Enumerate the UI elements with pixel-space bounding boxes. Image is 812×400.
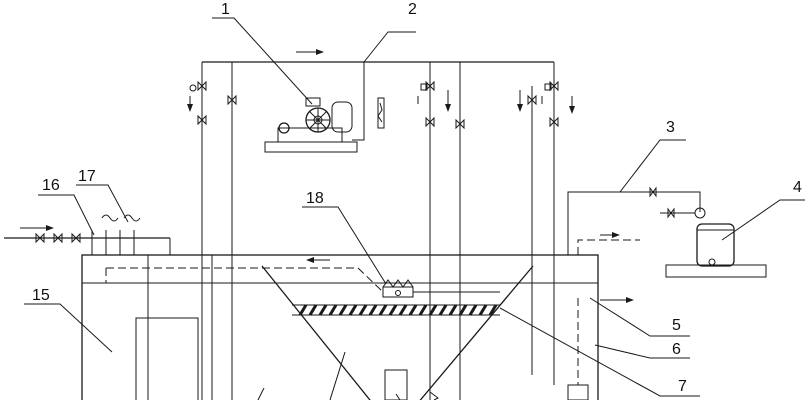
sensor [382, 279, 500, 298]
diffuser-grid [292, 304, 500, 316]
label-2: 2 [408, 1, 417, 18]
leader-lines [24, 17, 805, 400]
label-5: 5 [672, 317, 681, 334]
inlet-line [4, 214, 171, 255]
label-15: 15 [32, 287, 50, 304]
label-7: 7 [678, 378, 687, 395]
label-6: 6 [672, 341, 681, 358]
valves [189, 80, 559, 130]
part-labels: 1 2 3 4 5 6 7 15 16 17 18 [32, 1, 802, 395]
label-18: 18 [306, 190, 324, 207]
internal-pipes [135, 255, 589, 400]
label-17: 17 [78, 168, 96, 185]
label-1: 1 [221, 1, 230, 18]
compressor [264, 97, 385, 153]
label-16: 16 [42, 177, 60, 194]
label-4: 4 [793, 179, 802, 196]
flow-arrows [20, 49, 634, 303]
label-3: 3 [666, 119, 675, 136]
dosing-line [567, 186, 767, 278]
tank [81, 239, 640, 400]
